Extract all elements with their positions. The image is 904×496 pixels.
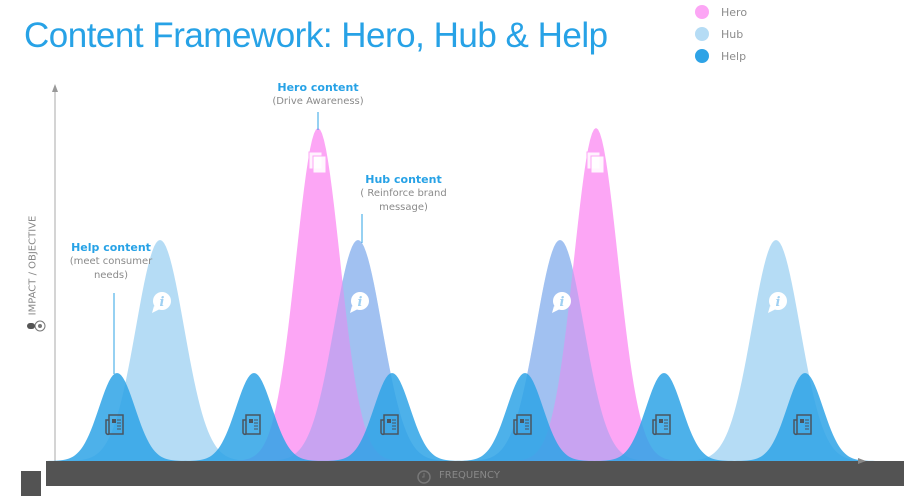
page-title: Content Framework: Hero, Hub & Help [24,16,608,55]
hero-curve [508,128,684,461]
newspaper-icon [800,419,804,423]
x-axis-arrow [858,458,866,464]
newspaper-icon [655,414,671,435]
newspaper-icon [242,419,247,436]
newspaper-icon [380,419,385,436]
document-stack-icon [590,155,605,174]
help-curve [45,373,189,461]
hero-curve [230,128,406,461]
hub-curve [464,240,656,461]
info-bubble-icon [153,292,171,310]
info-bubble-icon [152,306,160,313]
info-glyph: i [560,295,565,310]
hero-annotation: Hero content(Drive Awareness) [272,81,364,107]
newspaper-icon [383,414,399,435]
impact-icon [38,324,42,328]
newspaper-icon [796,414,812,435]
newspaper-icon [516,414,532,435]
corner-block [21,471,41,496]
hub-curve-overlap [262,240,454,461]
hub-curve-overlap [464,240,656,461]
help-curve [453,373,597,461]
newspaper-icon [652,419,657,436]
help-curve [182,373,326,461]
help-curve [592,373,736,461]
info-glyph: i [160,295,165,310]
x-axis-label: FREQUENCY [439,470,500,481]
y-axis-arrow [52,84,58,92]
hub-curve [262,240,454,461]
hub-curve [64,240,256,461]
newspaper-icon [108,414,124,435]
newspaper-icon [387,419,391,423]
legend-hero: Hero [695,5,747,19]
help-curve [733,373,877,461]
newspaper-icon [659,419,663,423]
newspaper-icon [112,419,116,423]
help-annotation: Help content(meet consumer needs) [69,241,153,281]
info-glyph: i [358,295,363,310]
newspaper-icon [245,414,261,435]
info-bubble-icon [553,292,571,310]
info-bubble-icon [350,306,358,313]
info-glyph: i [776,295,781,310]
document-stack-icon [312,155,327,174]
clock-icon [417,470,431,484]
newspaper-icon [520,419,524,423]
info-bubble-icon [351,292,369,310]
newspaper-icon [105,419,110,436]
hub-curve [680,240,872,461]
newspaper-icon [513,419,518,436]
clock-icon [422,473,425,478]
info-bubble-icon [769,292,787,310]
newspaper-icon [793,419,798,436]
help-curve [320,373,464,461]
legend-hub: Hub [695,27,743,41]
impact-icon [27,323,35,329]
legend-help: Help [695,49,746,63]
info-bubble-icon [768,306,776,313]
newspaper-icon [249,419,253,423]
info-bubble-icon [552,306,560,313]
hub-annotation: Hub content( Reinforce brand message) [360,173,447,213]
frequency-bar [46,461,904,486]
y-axis-label: IMPACT / OBJECTIVE [27,215,39,316]
